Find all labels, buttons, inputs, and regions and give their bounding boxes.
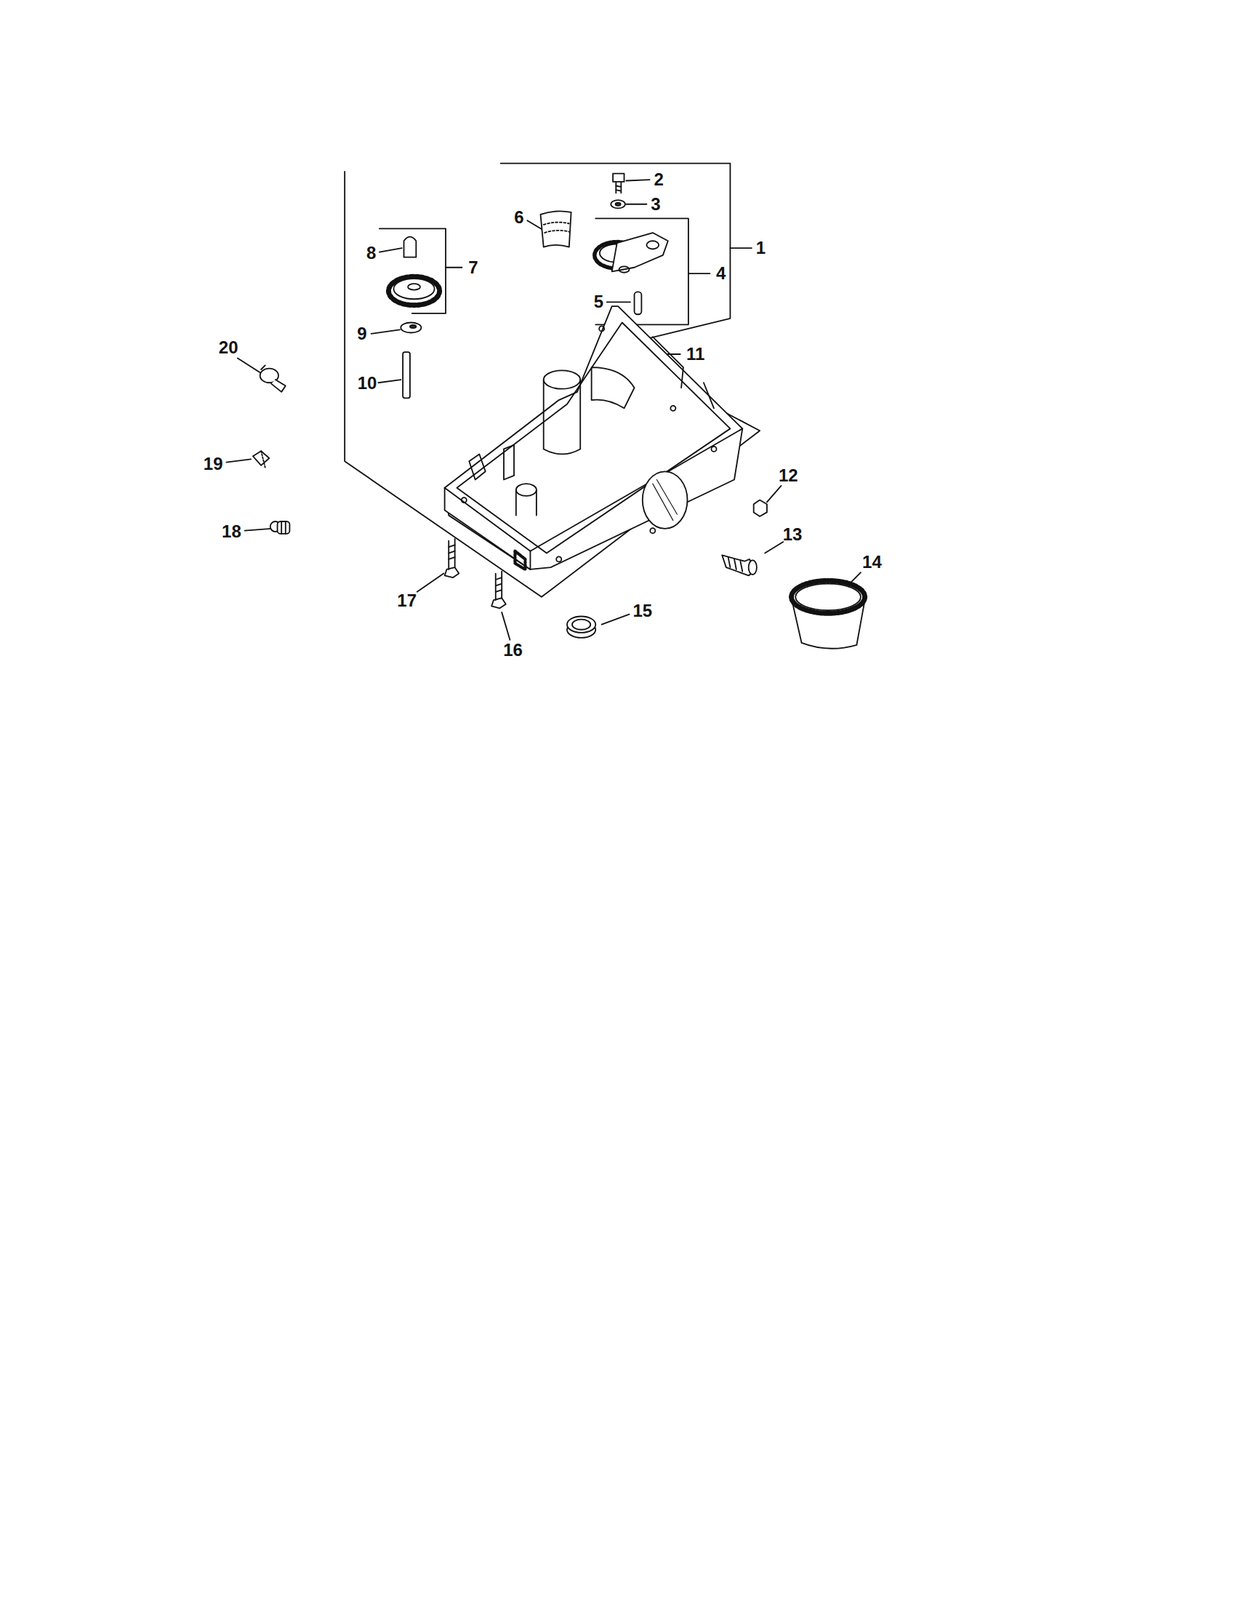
callout-number: 7 — [468, 258, 478, 277]
callout-number: 1 — [756, 239, 766, 257]
oil-pan — [444, 306, 743, 570]
plug — [270, 521, 291, 534]
pressure-sensor — [260, 364, 286, 392]
bolt — [491, 571, 506, 609]
callout-number: 9 — [356, 324, 367, 343]
gear — [388, 276, 440, 305]
callout-number: 11 — [686, 345, 705, 363]
nut — [753, 500, 767, 517]
adapter-nipple — [721, 554, 757, 576]
leader-lines — [226, 179, 861, 640]
bearing — [540, 210, 571, 247]
callout-number: 8 — [366, 244, 376, 262]
oil-pump — [594, 232, 669, 273]
screw — [612, 173, 624, 194]
oil-filter — [791, 580, 866, 648]
callout-number: 20 — [218, 338, 239, 357]
group-bracket — [595, 218, 689, 325]
callout-number: 17 — [396, 591, 417, 610]
shaft — [402, 351, 411, 398]
callout-number: 3 — [650, 195, 661, 214]
plug — [252, 450, 269, 467]
callout-number: 5 — [593, 292, 604, 311]
callout-number: 13 — [782, 525, 803, 544]
pin — [404, 237, 417, 258]
callout-number: 10 — [357, 374, 378, 392]
callout-number: 19 — [203, 455, 224, 473]
bolt — [444, 538, 460, 578]
group-bracket — [379, 228, 446, 313]
callout-number: 12 — [778, 466, 799, 485]
callout-number: 15 — [632, 601, 653, 620]
callout-number: 16 — [503, 641, 523, 659]
callout-number: 14 — [862, 553, 882, 571]
washer — [400, 322, 421, 333]
callout-number: 2 — [654, 170, 664, 189]
callout-number: 6 — [513, 208, 524, 227]
pin — [634, 291, 642, 315]
callout-number: 18 — [221, 522, 242, 541]
callout-number: 4 — [716, 264, 726, 283]
group-bracket — [344, 163, 760, 597]
seal — [567, 615, 596, 637]
washer — [610, 199, 626, 208]
